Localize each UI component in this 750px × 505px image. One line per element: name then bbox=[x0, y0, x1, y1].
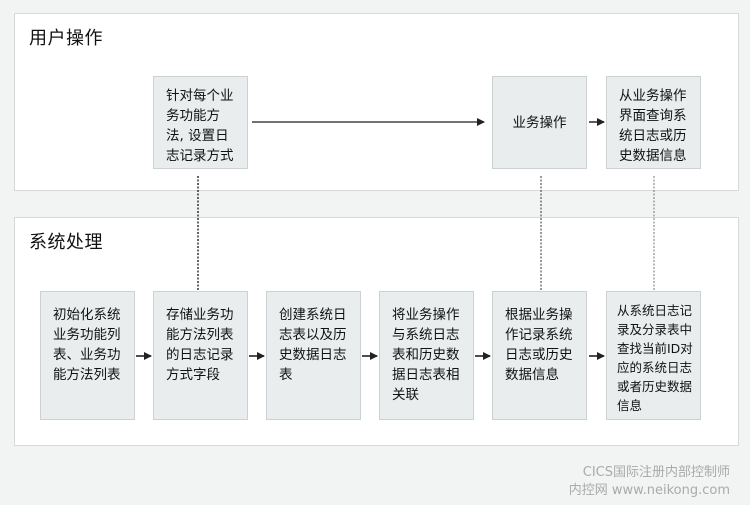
system-step-text: 存储业务功 能方法列表 的日志记录 方式字段 bbox=[166, 307, 234, 383]
system-processing-title: 系统处理 bbox=[29, 232, 103, 253]
system-step-text: 初始化系统 业务功能列 表、业务功 能方法列表 bbox=[53, 307, 121, 383]
user-step-business-operation: 业务操作 bbox=[492, 76, 587, 169]
watermark-line-1: CICS国际注册内部控制师 bbox=[582, 465, 730, 480]
user-step-text: 业务操作 bbox=[512, 114, 567, 131]
system-step-lookup-by-id: 从系统日志记 录及分录表中 查找当前ID对 应的系统日志 或者历史数据 信息 bbox=[606, 291, 701, 420]
system-step-store-log-field: 存储业务功 能方法列表 的日志记录 方式字段 bbox=[153, 291, 248, 420]
watermark: CICS国际注册内部控制师 内控网 www.neikong.com bbox=[569, 464, 730, 500]
watermark-line-2: 内控网 www.neikong.com bbox=[568, 483, 730, 498]
system-step-record-logs: 根据业务操 作记录系统 日志或历史 数据信息 bbox=[492, 291, 587, 420]
system-step-text: 将业务操作 与系统日志 表和历史数 据日志表相 关联 bbox=[392, 307, 460, 403]
user-step-text: 从业务操作 界面查询系 统日志或历 史数据信息 bbox=[619, 88, 687, 164]
system-step-associate-tables: 将业务操作 与系统日志 表和历史数 据日志表相 关联 bbox=[379, 291, 474, 420]
system-step-text: 从系统日志记 录及分录表中 查找当前ID对 应的系统日志 或者历史数据 信息 bbox=[617, 303, 693, 413]
system-step-init-lists: 初始化系统 业务功能列 表、业务功 能方法列表 bbox=[40, 291, 135, 420]
system-step-create-log-tables: 创建系统日 志表以及历 史数据日志 表 bbox=[266, 291, 361, 420]
user-step-query-logs: 从业务操作 界面查询系 统日志或历 史数据信息 bbox=[606, 76, 701, 169]
system-step-text: 创建系统日 志表以及历 史数据日志 表 bbox=[279, 307, 347, 383]
user-step-text: 针对每个业 务功能方 法, 设置日 志记录方式 bbox=[166, 88, 234, 164]
user-step-set-log-mode: 针对每个业 务功能方 法, 设置日 志记录方式 bbox=[153, 76, 248, 169]
user-operation-title: 用户操作 bbox=[29, 28, 103, 49]
system-step-text: 根据业务操 作记录系统 日志或历史 数据信息 bbox=[505, 307, 573, 383]
